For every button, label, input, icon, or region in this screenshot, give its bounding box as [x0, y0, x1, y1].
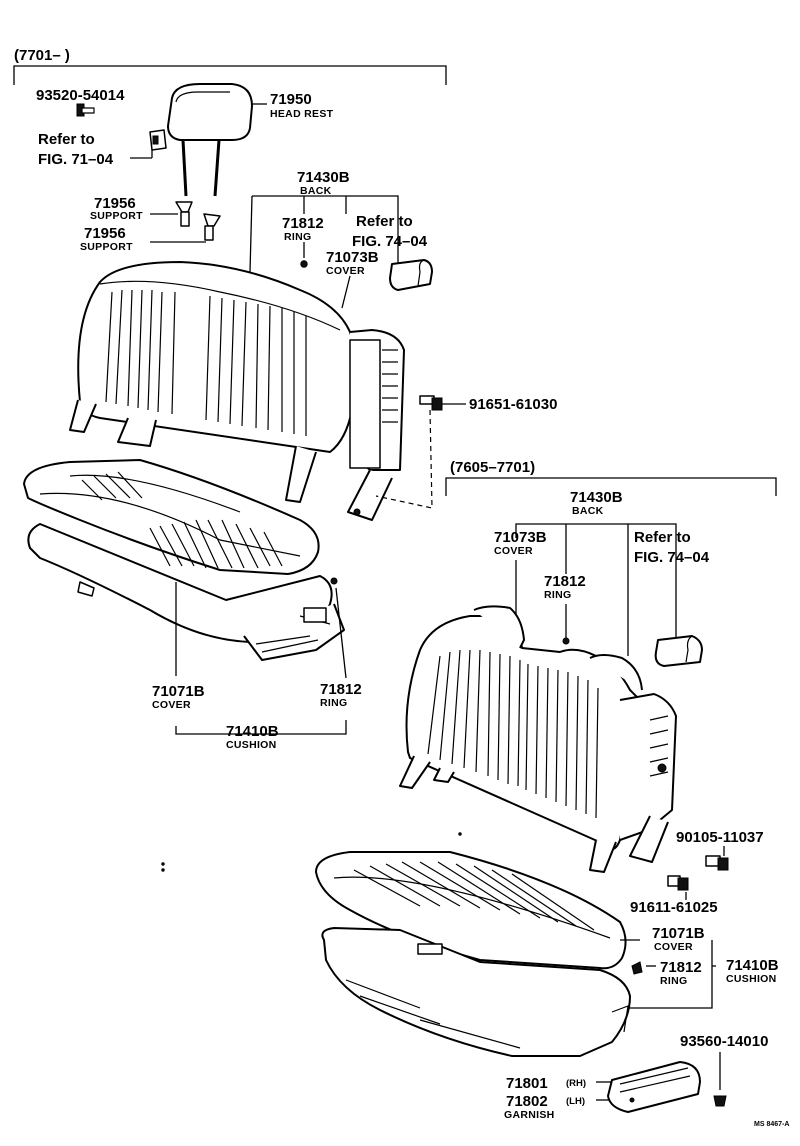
- label-71802: 71802: [506, 1093, 548, 1110]
- label-garnish: GARNISH: [504, 1109, 555, 1121]
- refer1-line1: Refer to: [38, 131, 95, 148]
- top-range-label: (7701– ): [14, 47, 70, 64]
- label-cover-top: COVER: [326, 265, 365, 277]
- support-lower: [203, 213, 221, 241]
- label-93520: 93520-54014: [36, 87, 125, 104]
- top-range-bracket: [13, 65, 447, 85]
- label-ring-right: RING: [544, 589, 571, 601]
- label-rh: (RH): [566, 1078, 586, 1089]
- label-cover-right-2: COVER: [654, 941, 693, 953]
- label-back-right: BACK: [572, 505, 604, 517]
- refer3-line1: Refer to: [634, 529, 691, 546]
- label-support-a: SUPPORT: [90, 210, 143, 222]
- label-71812-left: 71812: [320, 681, 362, 698]
- label-cover-right: COVER: [494, 545, 533, 557]
- label-71812-top: 71812: [282, 215, 324, 232]
- label-cushion-right: CUSHION: [726, 973, 777, 985]
- cover-71073b-top: [389, 259, 433, 291]
- refer2-line2: FIG. 74–04: [352, 233, 428, 250]
- label-71430b-top: 71430B: [297, 169, 350, 186]
- ring-right: [562, 637, 570, 645]
- label-71430b-right: 71430B: [570, 489, 623, 506]
- top-seat-back: [69, 261, 405, 521]
- label-71812-right-2: 71812: [660, 959, 702, 976]
- label-71812-right: 71812: [544, 573, 586, 590]
- garnish: [607, 1061, 701, 1113]
- bolt-91651: [419, 395, 443, 411]
- label-back-top: BACK: [300, 185, 332, 197]
- label-71410b-left: 71410B: [226, 723, 279, 740]
- label-cushion-left: CUSHION: [226, 739, 277, 751]
- label-71073b-right: 71073B: [494, 529, 547, 546]
- label-ring-left: RING: [320, 697, 347, 709]
- labels: 93520-54014 Refer to FIG. 71–04 71950 HE…: [36, 87, 789, 1128]
- label-71956-a: 71956: [94, 195, 136, 212]
- label-91651: 91651-61030: [469, 396, 557, 413]
- support-upper: [175, 201, 193, 227]
- label-91611: 91611-61025: [630, 899, 718, 916]
- label-71801: 71801: [506, 1075, 548, 1092]
- label-71950: 71950: [270, 91, 312, 108]
- label-lh: (LH): [566, 1096, 585, 1107]
- label-71071b-right: 71071B: [652, 925, 705, 942]
- label-93560: 93560-14010: [680, 1033, 768, 1050]
- refer1-line2: FIG. 71–04: [38, 151, 114, 168]
- label-71410b-right: 71410B: [726, 957, 779, 974]
- bolt-90105: [705, 855, 729, 871]
- label-ring-right-2: RING: [660, 975, 687, 987]
- ring-left: [330, 577, 338, 585]
- right-seat-back: [399, 605, 677, 873]
- figure-code: MS 8467-A: [754, 1121, 789, 1128]
- bolt-91611: [667, 875, 689, 891]
- top-seat-cushion: [23, 459, 345, 661]
- screw-93520: [76, 103, 95, 117]
- label-71071b-left: 71071B: [152, 683, 205, 700]
- lower-range-label: (7605–7701): [450, 459, 535, 476]
- lower-range-bracket: [445, 477, 777, 496]
- label-support-b: SUPPORT: [80, 241, 133, 253]
- refer2-line1: Refer to: [356, 213, 413, 230]
- headrest-clip: [130, 129, 167, 159]
- label-71073b-top: 71073B: [326, 249, 379, 266]
- cover-71073b-right: [654, 635, 703, 667]
- refer3-line2: FIG. 74–04: [634, 549, 710, 566]
- label-head-rest: HEAD REST: [270, 108, 334, 120]
- label-90105: 90105-11037: [676, 829, 764, 846]
- headrest: [167, 83, 253, 197]
- label-cover-left: COVER: [152, 699, 191, 711]
- ring-top: [300, 260, 308, 268]
- screw-93560: [713, 1052, 727, 1107]
- label-ring-top: RING: [284, 231, 311, 243]
- label-71956-b: 71956: [84, 225, 126, 242]
- right-seat-cushion: [315, 851, 631, 1057]
- ring-right-2: [631, 961, 643, 975]
